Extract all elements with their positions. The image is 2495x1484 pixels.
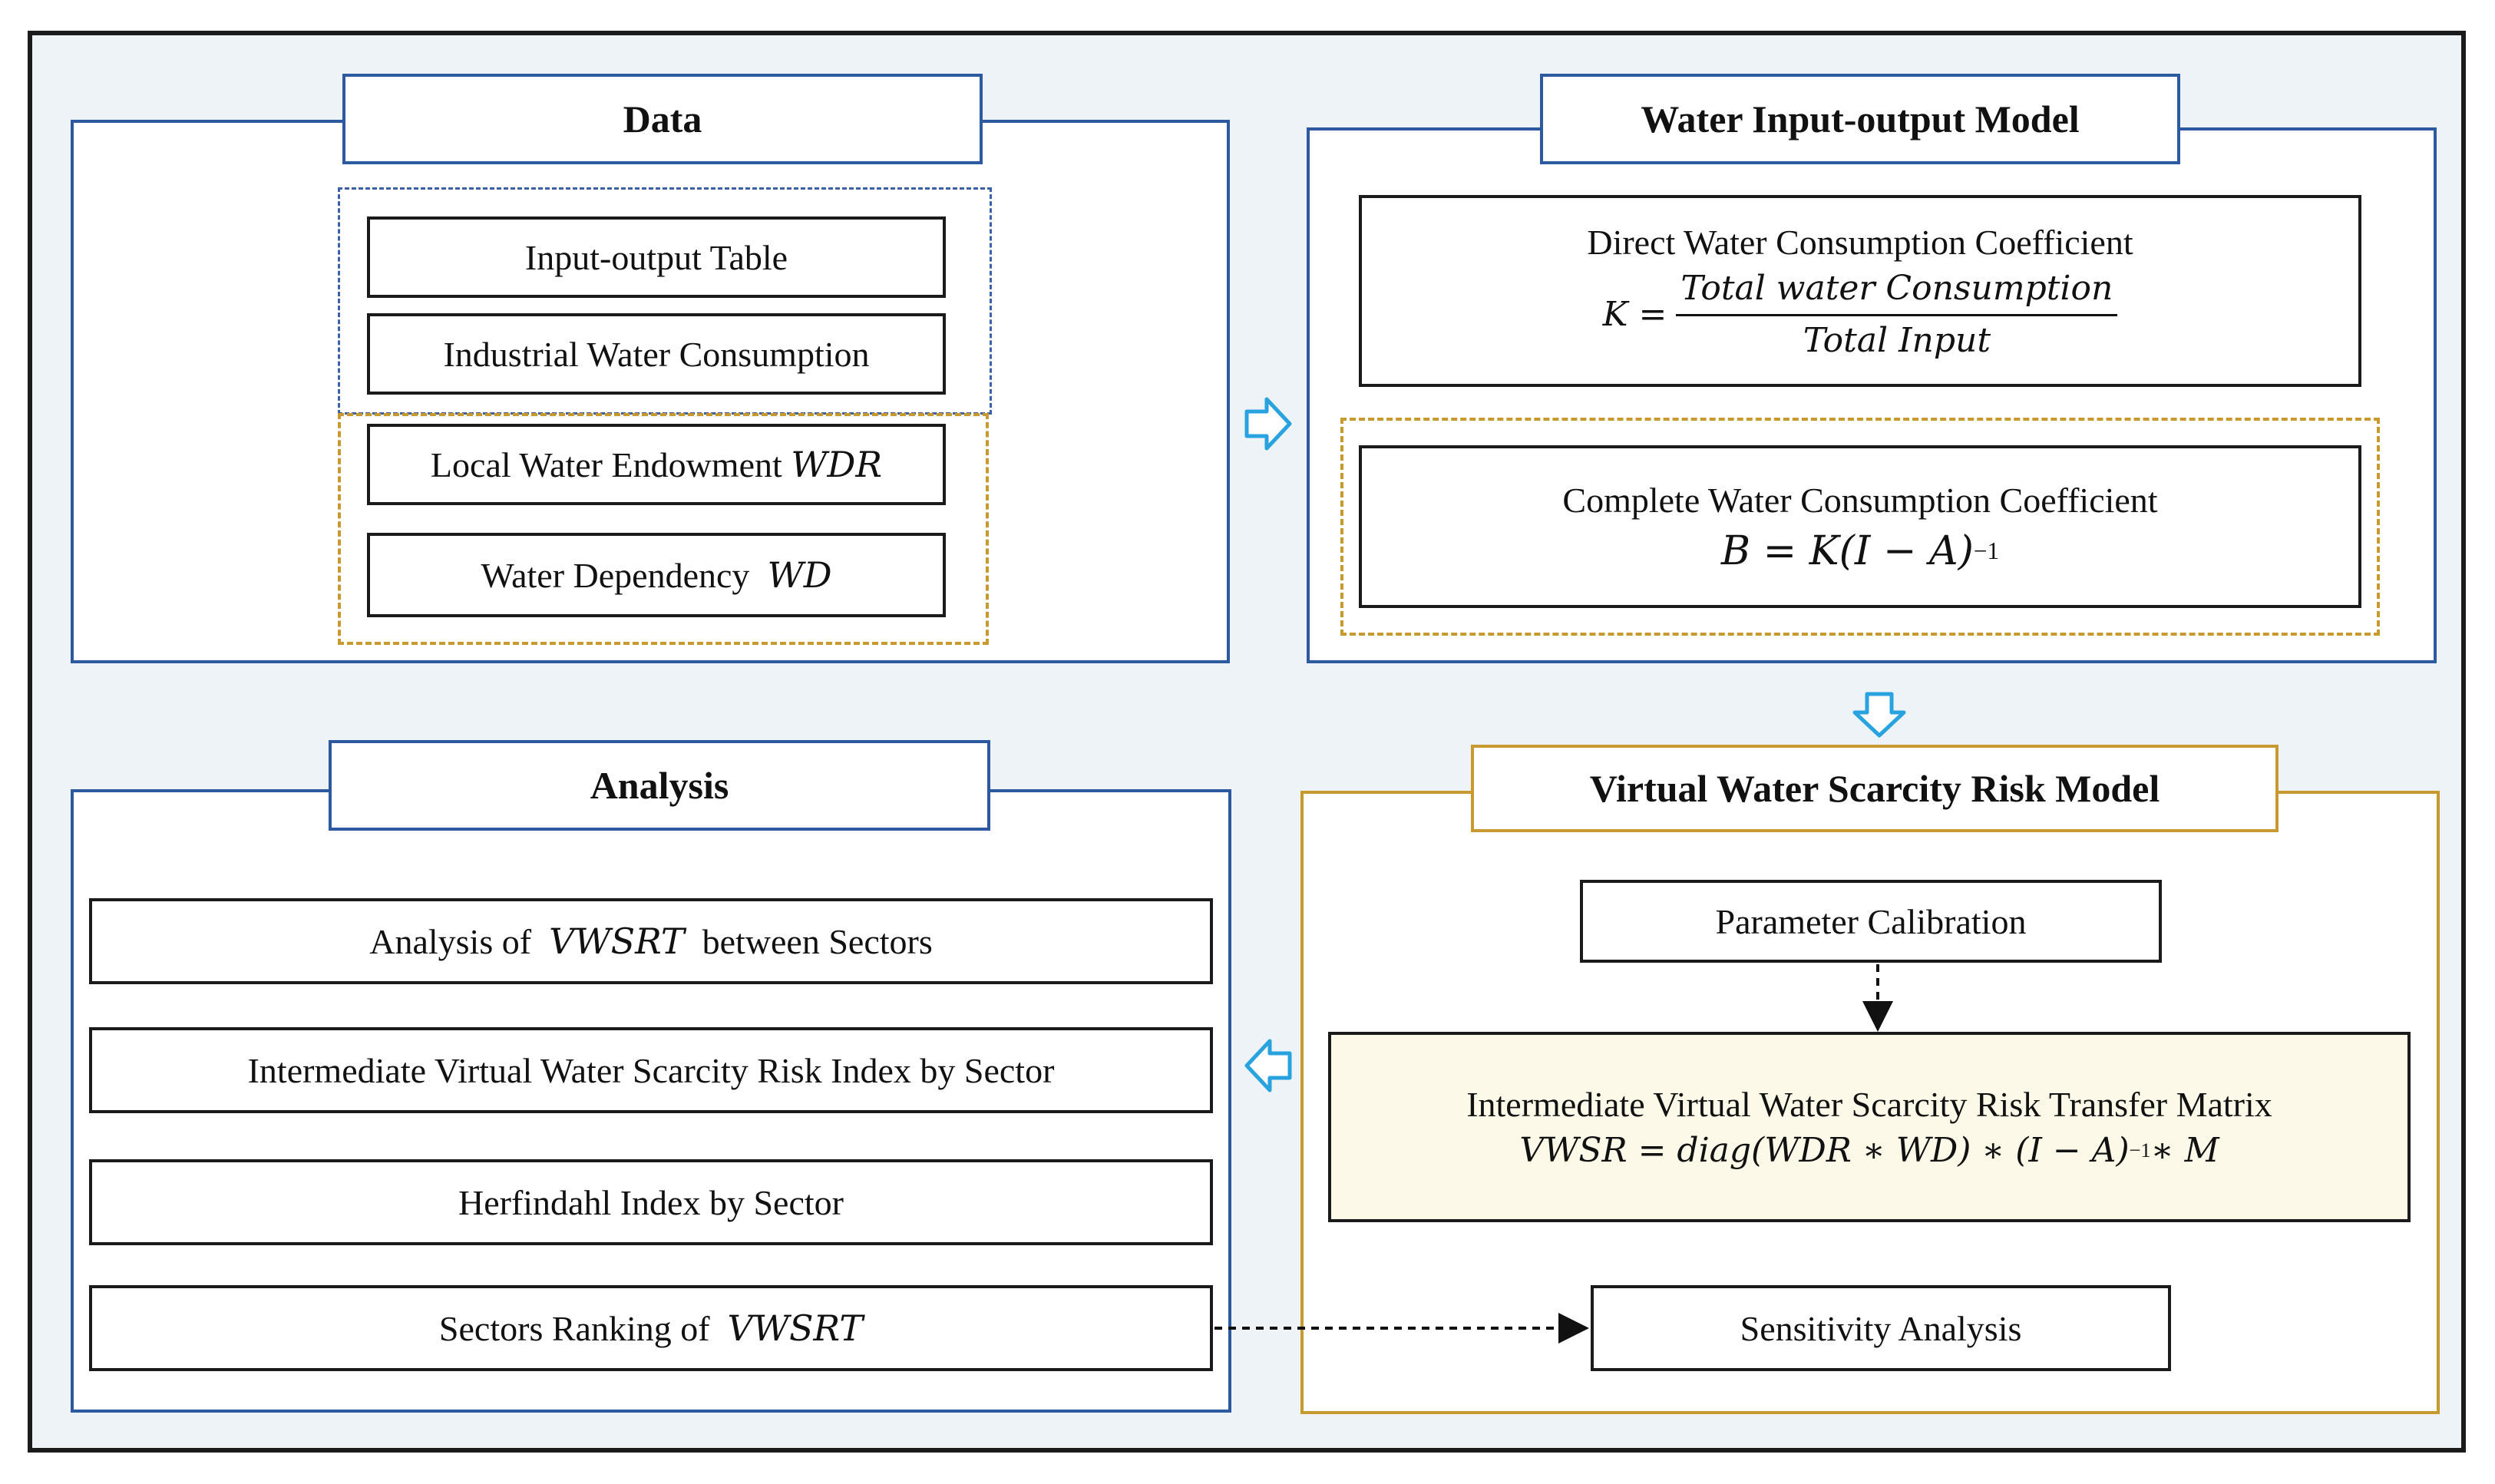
local-water-endowment-box: Local Water Endowment WDR <box>367 424 946 505</box>
direct-coefficient-formula: K = Total water Consumption Total Input <box>1603 269 2118 360</box>
risk-transfer-matrix-label: Intermediate Virtual Water Scarcity Risk… <box>1466 1085 2272 1124</box>
vwsrt-between-sectors-box: Analysis of VWSRT between Sectors <box>89 898 1213 984</box>
water-dependency-box: Water Dependency WD <box>367 533 946 617</box>
water-dependency-label: Water Dependency <box>481 555 750 595</box>
formula-lhs: K = <box>1602 295 1667 334</box>
fraction-numerator: Total water Consumption <box>1676 269 2118 316</box>
analysis-of-label: Analysis of <box>369 921 532 961</box>
matrix-formula-exponent: −1 <box>2129 1139 2151 1162</box>
complete-coefficient-label: Complete Water Consumption Coefficient <box>1562 480 2158 520</box>
industrial-water-consumption-box: Industrial Water Consumption <box>367 313 946 395</box>
sectors-ranking-label: Sectors Ranking of <box>438 1308 710 1348</box>
vwsrt-variable: VWSRT <box>549 920 685 962</box>
flow-arrow-right-icon <box>1244 397 1292 451</box>
complete-formula-text: B = K(I − A) <box>1720 527 1974 574</box>
fraction-denominator: Total Input <box>1803 321 1991 360</box>
sectors-ranking-box: Sectors Ranking of VWSRT <box>89 1285 1213 1371</box>
data-group-gold <box>338 413 989 645</box>
local-water-endowment-label: Local Water Endowment <box>430 445 782 484</box>
complete-formula-exponent: −1 <box>1973 537 2000 564</box>
formula-fraction: Total water Consumption Total Input <box>1676 269 2118 360</box>
flow-arrow-left-icon <box>1244 1039 1292 1092</box>
matrix-formula-part2: ∗ M <box>2150 1131 2219 1170</box>
risk-index-by-sector-box: Intermediate Virtual Water Scarcity Risk… <box>89 1027 1213 1113</box>
risk-model-title: Virtual Water Scarcity Risk Model <box>1471 745 2279 832</box>
complete-coefficient-box: Complete Water Consumption Coefficient B… <box>1359 445 2361 608</box>
parameter-calibration-box: Parameter Calibration <box>1580 880 2162 963</box>
herfindahl-index-box: Herfindahl Index by Sector <box>89 1159 1213 1245</box>
input-output-table-box: Input-output Table <box>367 216 946 298</box>
wdr-variable: WDR <box>791 444 883 485</box>
complete-coefficient-formula: B = K(I − A)−1 <box>1721 528 1999 574</box>
risk-transfer-matrix-formula: VWSR = diag(WDR ∗ WD) ∗ (I − A)−1 ∗ M <box>1519 1131 2219 1170</box>
water-io-model-title: Water Input-output Model <box>1540 74 2180 164</box>
vwsrt-ranking-variable: VWSRT <box>727 1307 864 1349</box>
risk-transfer-matrix-box: Intermediate Virtual Water Scarcity Risk… <box>1328 1032 2411 1222</box>
analysis-panel-title: Analysis <box>329 740 990 831</box>
direct-coefficient-box: Direct Water Consumption Coefficient K =… <box>1359 195 2361 387</box>
direct-coefficient-label: Direct Water Consumption Coefficient <box>1587 223 2133 262</box>
data-panel-title: Data <box>342 74 983 164</box>
complete-coefficient-group <box>1340 418 2380 636</box>
sensitivity-analysis-box: Sensitivity Analysis <box>1591 1285 2171 1371</box>
between-sectors-label: between Sectors <box>702 921 933 961</box>
flow-arrow-down-icon <box>1852 692 1906 738</box>
matrix-formula-part1: VWSR = diag(WDR ∗ WD) ∗ (I − A) <box>1519 1131 2130 1170</box>
wd-variable: WD <box>767 554 832 596</box>
